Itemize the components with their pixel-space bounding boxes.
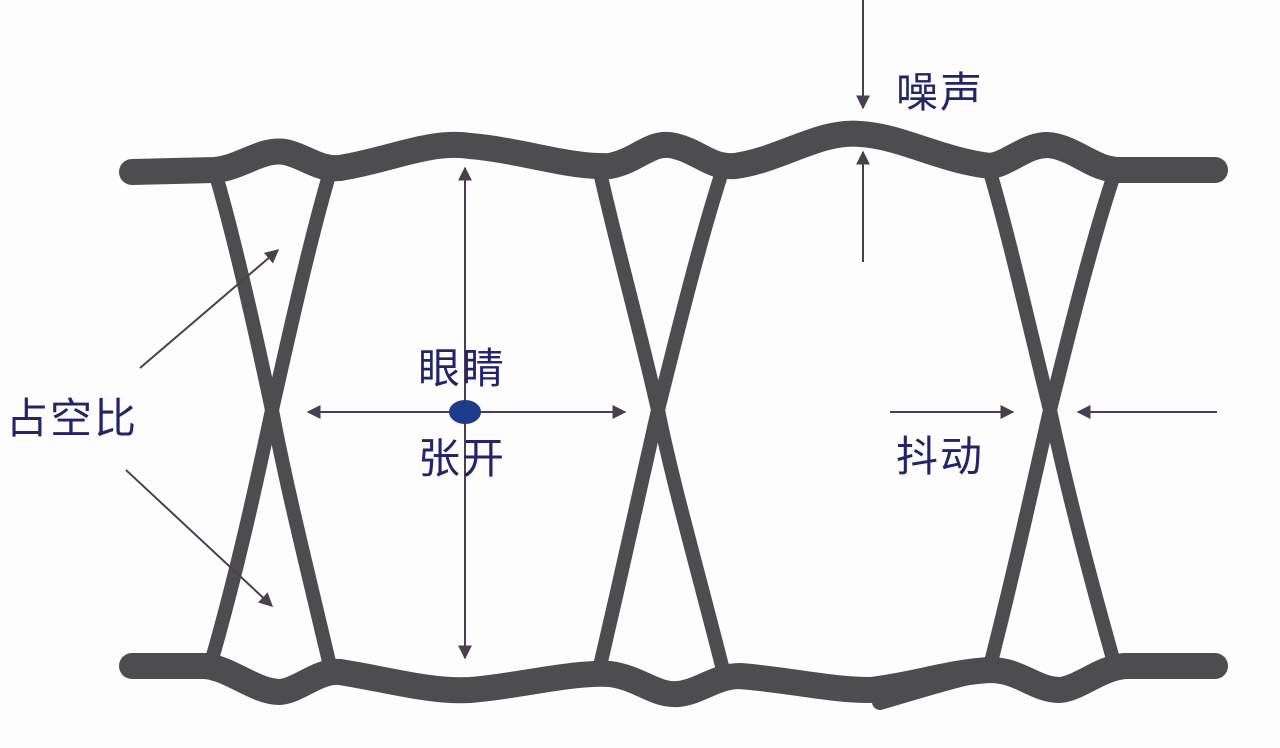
- duty-cycle-label: 占空比: [6, 394, 139, 443]
- top-rail-trace: [119, 120, 1228, 185]
- jitter-label: 抖动: [896, 432, 985, 481]
- bottom-rail-ghost-trace: [872, 664, 998, 710]
- eye-center-dot: [449, 400, 481, 424]
- crossing-1-rising: [203, 165, 337, 673]
- noise-label: 噪声: [896, 68, 985, 117]
- eye-transitions: [203, 165, 1122, 673]
- duty-cycle-arrow-down: [125, 469, 274, 607]
- annotation-arrows: [125, 0, 1217, 660]
- bottom-rail-trace: [119, 653, 1228, 708]
- eye-label-top: 眼睛: [418, 344, 507, 393]
- crossing-3-rising: [983, 165, 1122, 673]
- crossing-2-rising: [593, 165, 729, 673]
- duty-cycle-arrow-up: [139, 249, 280, 369]
- eye-label-bottom: 张开: [418, 434, 507, 483]
- eye-traces: [119, 120, 1228, 710]
